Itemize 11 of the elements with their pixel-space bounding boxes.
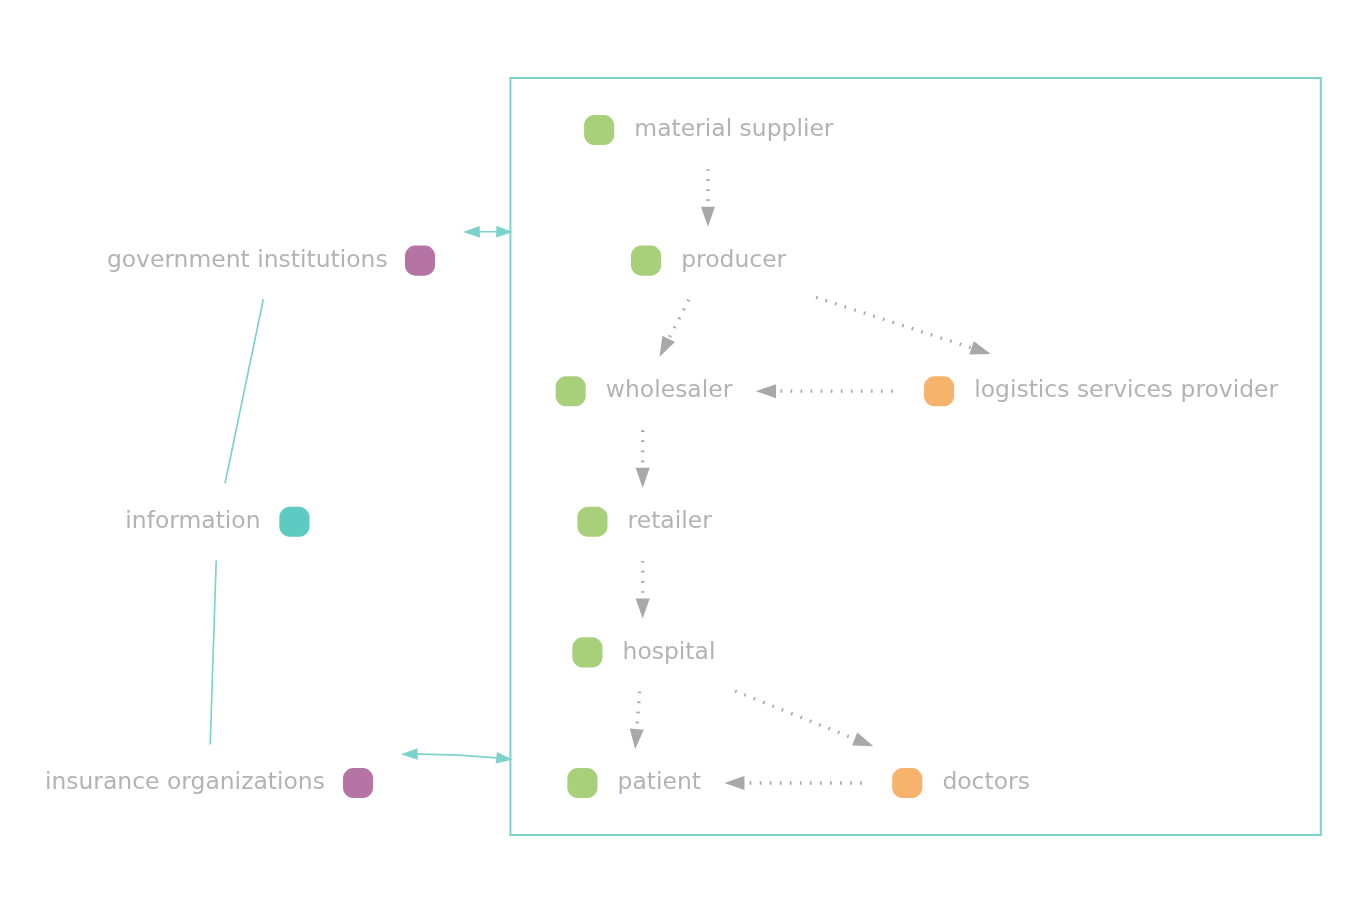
node-label: government institutions <box>106 244 388 273</box>
node-label: wholesaler <box>605 375 733 404</box>
node-label: retailer <box>627 506 712 534</box>
node-label: insurance organizations <box>44 767 325 796</box>
node-label: logistics services provider <box>974 375 1279 404</box>
node-label: doctors <box>942 767 1030 796</box>
node-label: producer <box>681 244 787 273</box>
node-label: information <box>125 506 261 534</box>
node-label: material supplier <box>634 114 834 143</box>
node-label: patient <box>617 767 701 796</box>
node-label: hospital <box>622 636 716 665</box>
